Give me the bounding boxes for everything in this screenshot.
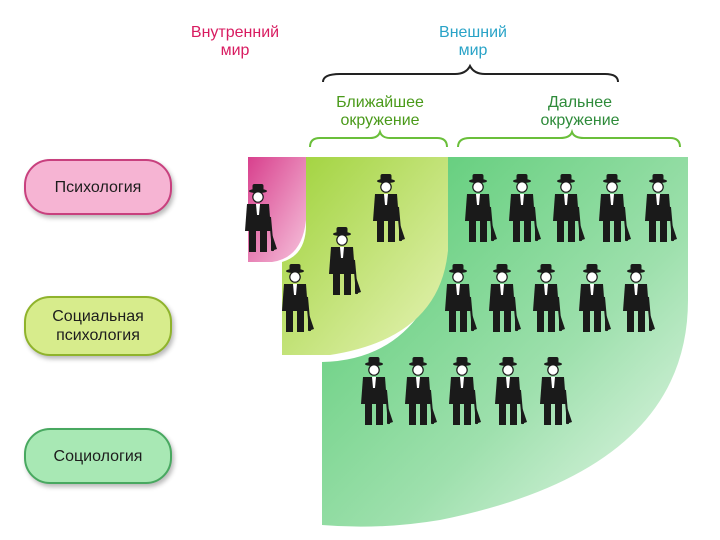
far-environment-header: Дальнее окружение [505, 94, 655, 130]
psychology-pill-label: Психология [54, 178, 142, 196]
sociology-pill: Социология [24, 428, 172, 484]
inner-world-header-line1: Внутренний [190, 24, 280, 41]
sociology-pill-label: Социология [53, 447, 143, 465]
psychology-pill: Психология [24, 159, 172, 215]
near-environment-header: Ближайшее окружение [305, 94, 455, 130]
near-environment-brace [309, 128, 448, 148]
social-psychology-pill-line2: психология [56, 327, 140, 344]
outer-world-header: Внешний мир [403, 24, 543, 60]
inner-world-header-line2: мир [220, 42, 250, 59]
outer-world-header-line1: Внешний [439, 24, 507, 41]
far-environment-zone [322, 157, 688, 527]
inner-world-header: Внутренний мир [165, 24, 305, 60]
social-psychology-pill-line1: Социальная [52, 308, 144, 325]
far-environment-header-line2: окружение [540, 112, 620, 129]
social-psychology-pill: Социальная психология [24, 296, 172, 356]
outer-world-header-line2: мир [458, 42, 488, 59]
near-environment-zone [282, 157, 448, 355]
near-environment-header-line1: Ближайшее [336, 94, 424, 111]
outer-world-brace [322, 63, 619, 83]
near-environment-header-line2: окружение [340, 112, 420, 129]
far-environment-header-line1: Дальнее [547, 94, 613, 111]
far-environment-brace [457, 128, 681, 148]
